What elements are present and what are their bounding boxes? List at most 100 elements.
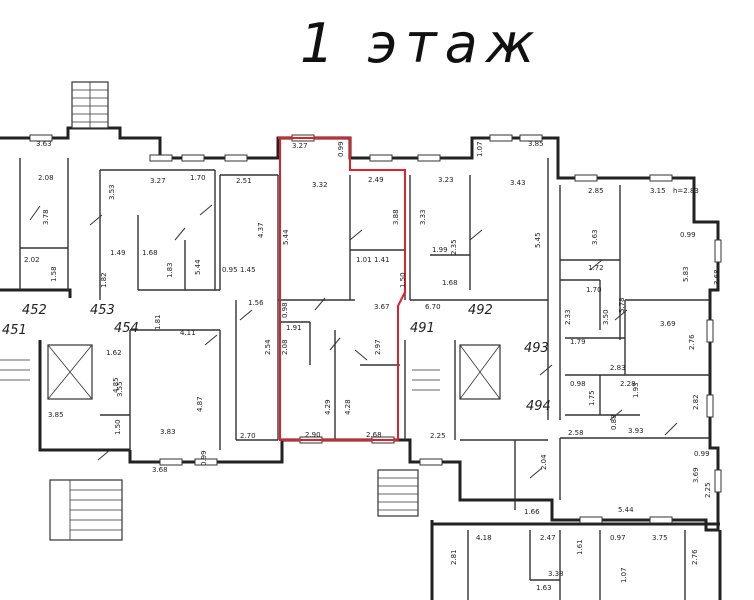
dimension-label: 2.35 (450, 239, 458, 255)
stair-bottom-left (49, 479, 123, 541)
stair-top (71, 81, 109, 129)
dimension-label: 1.50 (114, 419, 122, 435)
dimension-label: 2.97 (374, 339, 382, 355)
dimension-label: 4.28 (344, 399, 352, 415)
dimension-label: 4.29 (324, 399, 332, 415)
apt-number: 491 (410, 321, 435, 336)
dimension-label: 1.68 (442, 279, 458, 287)
dimension-label: 3.27 (150, 177, 166, 185)
dimension-label: 2.04 (540, 454, 548, 470)
dimension-label: 1.79 (570, 338, 586, 346)
dimension-label: 1.70 (190, 174, 206, 182)
dimension-label: 4.18 (476, 534, 492, 542)
stair-landing-left (0, 359, 30, 381)
dimension-label: 1.07 (620, 567, 628, 583)
dimension-label: 0.99 (200, 450, 208, 466)
dimension-label: 3.27 (292, 142, 308, 150)
dimension-label: 3.85 (48, 411, 64, 419)
dimension-label: 3.69 (692, 467, 700, 483)
dimension-label: 3.88 (392, 209, 400, 225)
dimension-label: 1.07 (476, 141, 484, 157)
apt-number: 492 (468, 303, 493, 318)
dimension-label: 2.68 (366, 431, 382, 439)
dimension-label: 1.70 (586, 286, 602, 294)
dimension-label: 3.83 (160, 428, 176, 436)
dimension-label: 2.81 (450, 549, 458, 565)
doors (29, 204, 678, 479)
apt-number: 454 (114, 321, 139, 336)
dimension-label: 3.63 (591, 229, 599, 245)
dimension-label: 2.85 (588, 187, 604, 195)
stair-bottom-center (377, 469, 419, 517)
interior-walls (19, 158, 710, 600)
dimension-label: 4.85 (112, 377, 120, 393)
dimension-label: 2.28 (620, 380, 636, 388)
dimension-label: 5.44 (282, 229, 290, 245)
apt-number: 493 (524, 341, 549, 356)
dimension-label: 3.53 (108, 184, 116, 200)
floor-title: 1 этаж (300, 12, 542, 75)
dimension-label: 1.41 (374, 256, 390, 264)
dimension-label: 2.82 (692, 394, 700, 410)
dimension-label: 0.99 (337, 141, 345, 157)
dimension-label: 2.25 (430, 432, 446, 440)
dimension-label: 2.76 (691, 549, 699, 565)
dimension-label: 2.90 (305, 431, 321, 439)
dimension-label: 3.43 (510, 179, 526, 187)
dimension-label: 3.68 (713, 269, 721, 285)
dimension-label: 2.25 (704, 482, 712, 498)
dimension-label: 1.66 (524, 508, 540, 516)
dimension-label: 1.72 (588, 264, 604, 272)
apt-number: 452 (22, 303, 47, 318)
dimension-label: 3.38 (548, 570, 564, 578)
dimension-label: 2.08 (281, 339, 289, 355)
dimension-label: 1.83 (166, 262, 174, 278)
apt-number: 451 (2, 323, 27, 338)
dimension-label: h=2.83 (673, 187, 699, 195)
dimension-label: 1.81 (154, 314, 162, 330)
dimension-label: 0.97 (610, 534, 626, 542)
dimension-label: 3.68 (152, 466, 168, 474)
dimension-label: 2.02 (24, 256, 40, 264)
dimension-label: 0.98 (570, 380, 586, 388)
dimension-label: 2.49 (368, 176, 384, 184)
dimension-label: 1.62 (106, 349, 122, 357)
dimension-label: 3.23 (438, 176, 454, 184)
dimension-label: 1.58 (50, 266, 58, 282)
dimension-label: 3.50 (602, 309, 610, 325)
dimension-labels: 3.63 2.08 3.78 2.02 1.58 3.53 1.49 1.68 1.83 1.82… (24, 140, 721, 592)
dimension-label: 1.50 (399, 272, 407, 288)
dimension-label: 5.44 (194, 259, 202, 275)
dimension-label: 2.51 (236, 177, 252, 185)
dimension-label: 3.69 (660, 320, 676, 328)
dimension-label: 2.47 (540, 534, 556, 542)
apt-number: 494 (526, 399, 551, 414)
dimension-label: 0.99 (680, 231, 696, 239)
dimension-label: 3.15 (650, 187, 666, 195)
dimension-label: 3.33 (419, 209, 427, 225)
lift-right (459, 344, 501, 400)
dimension-label: 1.49 (110, 249, 126, 257)
dimension-label: 2.70 (240, 432, 256, 440)
dimension-label: 1.56 (248, 299, 264, 307)
dimension-label: 2.54 (264, 339, 272, 355)
dimension-label: 3.85 (528, 140, 544, 148)
dimension-label: 4.37 (257, 222, 265, 238)
lift-left (47, 344, 93, 400)
dimension-label: 1.91 (286, 324, 302, 332)
dimension-label: 1.68 (142, 249, 158, 257)
dimension-label: 2.76 (688, 334, 696, 350)
dimension-label: 3.63 (36, 140, 52, 148)
dimension-label: 5.45 (534, 232, 542, 248)
dimension-label: 1.93 (632, 382, 640, 398)
dimension-label: 2.58 (568, 429, 584, 437)
dimension-label: 3.78 (42, 209, 50, 225)
dimension-label: 4.11 (180, 329, 196, 337)
dimension-label: 1.61 (576, 539, 584, 555)
dimension-label: 1.75 (588, 390, 596, 406)
dimension-label: 1.01 (356, 256, 372, 264)
dimension-label: 6.70 (425, 303, 441, 311)
dimension-label: 3.55 (116, 381, 124, 397)
dimension-label: 1.82 (100, 272, 108, 288)
